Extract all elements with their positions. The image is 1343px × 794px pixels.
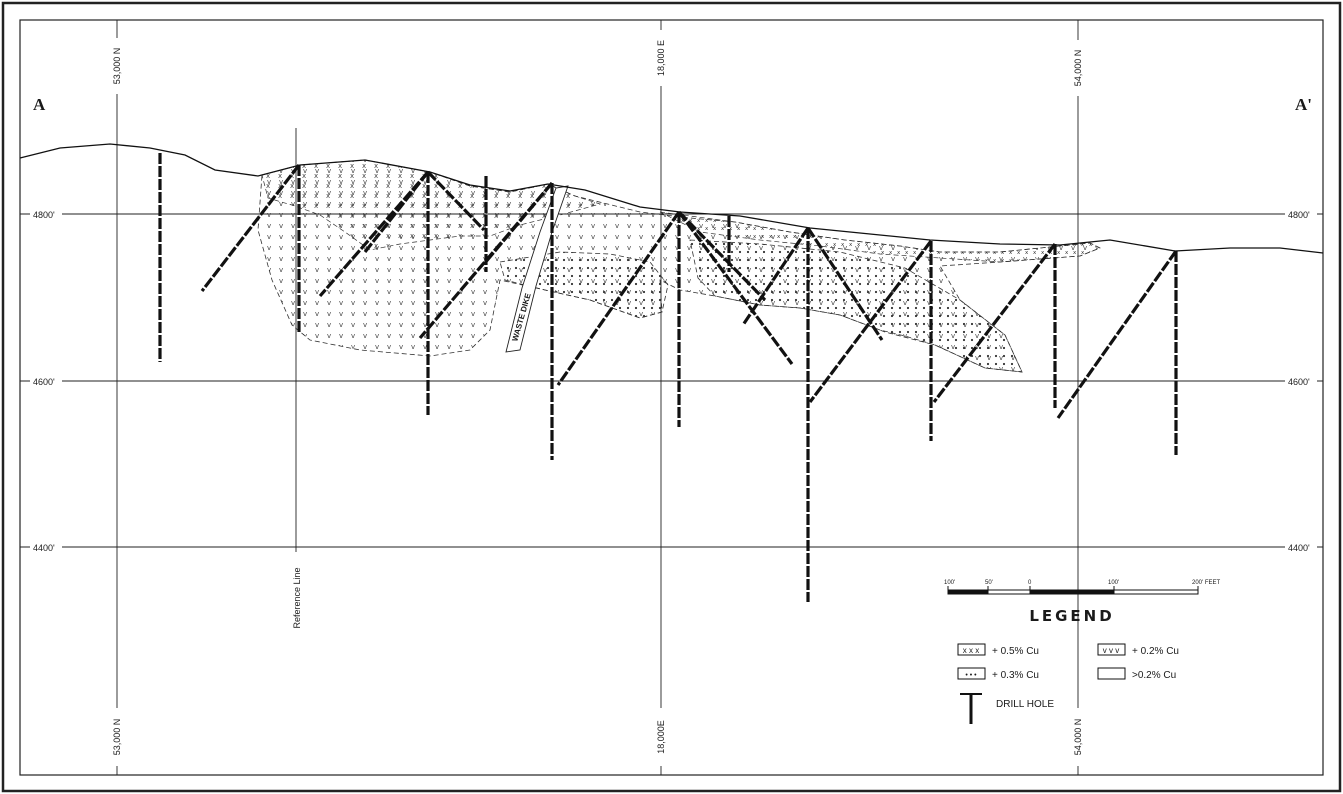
- legend-swatch-x: [957, 643, 986, 656]
- section-end-label: A': [1295, 95, 1312, 114]
- drill-hole: [426, 170, 486, 232]
- elevation-label-left-4400: 4400': [33, 543, 55, 553]
- elevation-label-left-4600: 4600': [33, 377, 55, 387]
- reference-line-label: Reference Line: [292, 567, 302, 628]
- drill-hole: [1056, 250, 1178, 419]
- ground-surface: [19, 143, 1324, 254]
- grid-lines: [20, 20, 1323, 775]
- scale-label: 100': [944, 580, 955, 586]
- drill-holes: [158, 153, 1178, 602]
- drill-hole: [932, 243, 1057, 403]
- legend-swatch-dot-symbol: • • •: [965, 672, 977, 679]
- drill-hole: [200, 164, 301, 292]
- legend-label: + 0.2% Cu: [1132, 646, 1179, 657]
- elevation-label-right-4800: 4800': [1288, 210, 1310, 220]
- legend-label: + 0.5% Cu: [992, 646, 1039, 657]
- inner-frame: [19, 19, 1324, 776]
- drill-hole: [363, 171, 430, 253]
- legend-swatch-v-symbol: v v v: [1103, 646, 1119, 655]
- scale-label: 0: [1028, 580, 1032, 586]
- drill-hole: [482, 181, 554, 266]
- section-start-label: A: [33, 95, 46, 114]
- northing-label-bottom-54000: 54,000 N: [1073, 719, 1083, 756]
- legend-drill-hole-label: DRILL HOLE: [996, 699, 1054, 710]
- legend-label: >0.2% Cu: [1132, 670, 1176, 681]
- northing-label-bottom-53000: 53,000 N: [112, 719, 122, 756]
- legend: LEGEND x x x + 0.5% Cu v v v + 0.2% Cu •…: [957, 607, 1179, 724]
- scale-label: 100': [1108, 580, 1119, 586]
- easting-label-top: 18,000 E: [656, 40, 666, 76]
- drill-hole: [677, 210, 767, 302]
- drill-hole: [741, 227, 810, 326]
- northing-label-top-54000: 54,000 N: [1073, 50, 1083, 87]
- scale-label: 200' FEET: [1192, 580, 1220, 586]
- northing-label-top-53000: 53,000 N: [112, 48, 122, 85]
- drill-hole: [677, 211, 794, 365]
- easting-label-bottom: 18,000E: [656, 720, 666, 754]
- drill-hole: [808, 240, 933, 403]
- drill-hole-icon: [960, 693, 982, 724]
- elevation-label-left-4800: 4800': [33, 210, 55, 220]
- legend-swatch-dot: [957, 667, 986, 680]
- drill-hole: [556, 211, 681, 386]
- legend-swatch-empty: [1097, 667, 1126, 680]
- scale-label: 50': [985, 580, 993, 586]
- legend-label: + 0.3% Cu: [992, 670, 1039, 681]
- legend-title: LEGEND: [1029, 607, 1114, 625]
- legend-swatch-v: [1097, 643, 1126, 656]
- elevation-label-right-4400: 4400': [1288, 543, 1310, 553]
- legend-swatch-x-symbol: x x x: [963, 646, 979, 655]
- elevation-label-right-4600: 4600': [1288, 377, 1310, 387]
- scale-bar: 100' 50' 0 100' 200' FEET: [944, 580, 1220, 595]
